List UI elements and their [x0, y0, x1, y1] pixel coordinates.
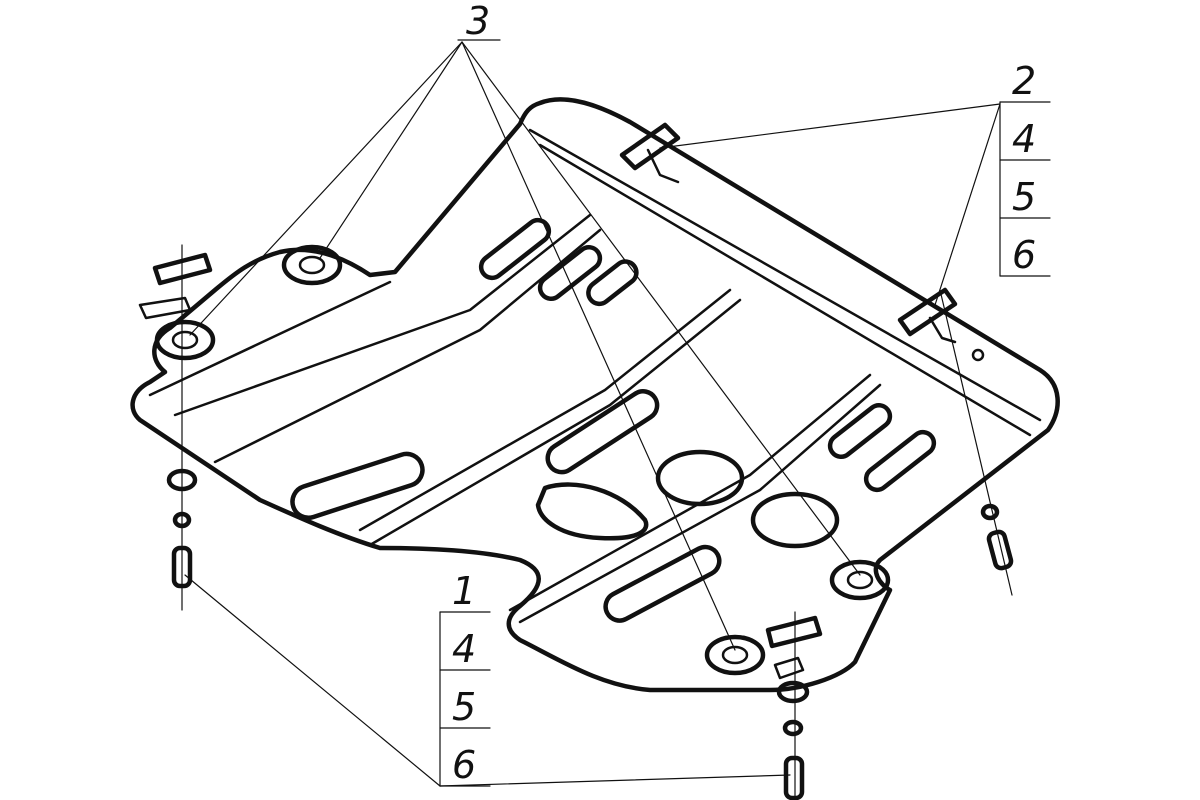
ridge-right — [518, 383, 882, 624]
ridge-left — [173, 213, 592, 417]
ridge-top-rear-inner — [538, 143, 1032, 437]
slot — [863, 429, 937, 493]
triangular-cutout — [535, 482, 649, 541]
callout-label-3: 3 — [466, 0, 490, 43]
ridge-right-inner — [508, 373, 872, 612]
mount-bosses — [154, 244, 891, 676]
washer — [776, 680, 810, 704]
slot — [537, 244, 603, 302]
boss — [281, 244, 343, 286]
slot — [827, 402, 893, 460]
ridge-left-inner — [213, 228, 602, 464]
clip-bracket — [138, 252, 213, 320]
leader-lines — [184, 39, 1051, 787]
slot — [290, 451, 425, 521]
boss — [704, 634, 766, 676]
fasteners — [166, 244, 1014, 800]
bolt — [783, 755, 805, 800]
clip-bracket — [765, 615, 823, 680]
slot — [478, 217, 552, 281]
slot — [603, 544, 722, 623]
skid-plate — [130, 97, 1060, 693]
clip-bracket — [897, 287, 958, 344]
clip-bracket — [619, 122, 681, 184]
washer — [166, 468, 198, 492]
bolt — [986, 529, 1014, 571]
callout-label-4: 4 — [452, 627, 476, 671]
clip-brackets — [138, 122, 958, 680]
callout-labels: 3 2 4 5 6 1 4 5 6 — [452, 0, 1036, 787]
ridge-top-rear — [528, 128, 1042, 422]
bolt — [171, 545, 193, 589]
callout-label-1: 1 — [452, 569, 476, 613]
callout-label-4: 4 — [1012, 117, 1036, 161]
nut — [172, 511, 192, 529]
ridge-front-edge — [148, 280, 392, 397]
nut — [782, 719, 804, 737]
slots — [290, 217, 985, 623]
callout-label-5: 5 — [1012, 175, 1036, 219]
slot — [545, 389, 660, 475]
round-hole — [750, 491, 840, 549]
ridge-center-inner — [358, 288, 732, 532]
callout-label-6: 6 — [452, 743, 476, 787]
boss — [154, 319, 216, 361]
round-hole — [655, 449, 745, 507]
small-hole — [971, 348, 985, 362]
callout-label-2: 2 — [1012, 59, 1036, 103]
boss — [829, 559, 891, 601]
nut — [980, 503, 1000, 521]
slot — [586, 259, 639, 307]
ridge-center — [368, 298, 742, 547]
callout-label-5: 5 — [452, 685, 476, 729]
callout-label-6: 6 — [1012, 233, 1036, 277]
skid-plate-outline — [130, 97, 1060, 693]
